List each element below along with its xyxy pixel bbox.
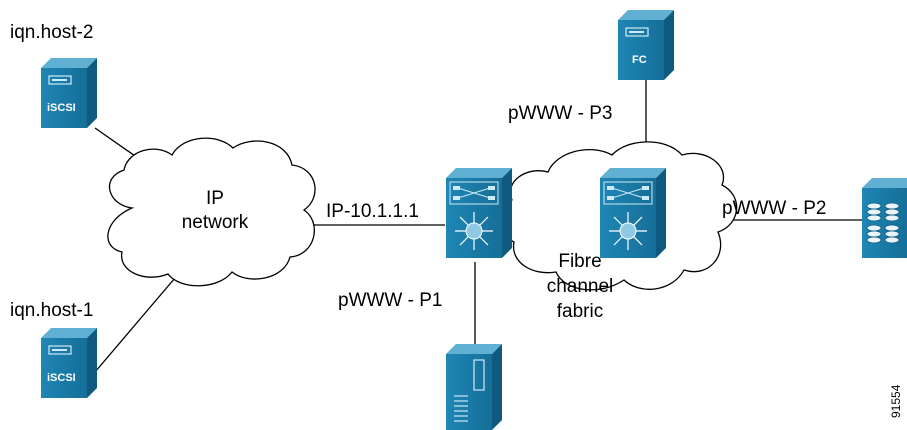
link-host1-network (94, 277, 176, 373)
fabric-label-2: channel (546, 276, 614, 297)
figure-id: 91554 (889, 384, 903, 418)
ip-address-label: IP-10.1.1.1 (326, 201, 419, 222)
fabric-label-1: Fibre (558, 251, 602, 272)
fc-host-p1 (446, 344, 502, 430)
p1-label: pWWW - P1 (338, 290, 443, 311)
iscsi-host-top: iSCSI (41, 58, 97, 128)
p2-label: pWWW - P2 (722, 198, 827, 219)
iscsi-host-bottom: iSCSI (41, 328, 97, 398)
mds-switch-left (446, 168, 512, 258)
disk-array (862, 178, 907, 258)
ip-network-label-1: IP (206, 188, 224, 209)
fabric-label-3: fabric (556, 301, 604, 322)
mds-switch-right (600, 168, 666, 258)
ip-network-label-2: network (181, 212, 249, 233)
fc-label: FC (632, 54, 647, 66)
iscsi-bottom-label: iSCSI (47, 372, 76, 384)
p3-label: pWWW - P3 (508, 103, 613, 124)
ip-network-cloud (107, 137, 316, 287)
host1-label: iqn.host-1 (10, 300, 94, 321)
fc-host: FC (618, 10, 674, 80)
host2-label: iqn.host-2 (10, 22, 94, 43)
iscsi-top-label: iSCSI (47, 102, 76, 114)
